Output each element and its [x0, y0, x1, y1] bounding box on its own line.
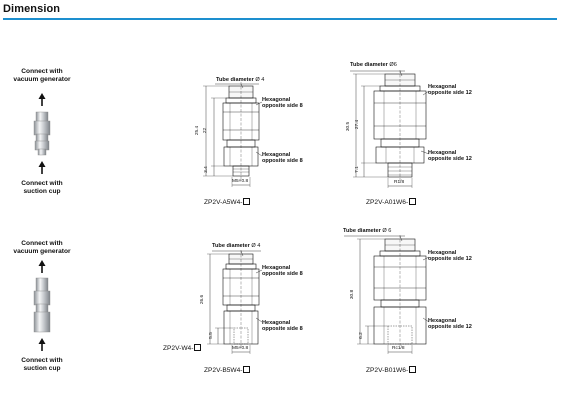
- connect-vacuum-label-top: Connect with vacuum generator: [13, 68, 71, 83]
- product-photo-bottom: [33, 277, 51, 333]
- connect-vacuum-label-bottom: Connect with vacuum generator: [13, 240, 71, 255]
- drawing-a01w6: [350, 70, 430, 188]
- model-zp2v-w4: ZP2V-W4-: [163, 344, 202, 352]
- a5w4-thread: M5×0.8: [232, 179, 249, 184]
- drawing-a5w4: [203, 82, 263, 187]
- model-a5w4: ZP2V-A5W4-: [204, 198, 251, 206]
- arrow-up-icon: [38, 338, 46, 351]
- a01w6-dim-overall: 30.5: [346, 121, 352, 132]
- b01w6-tube-label: Tube diameter Ø 6: [343, 228, 392, 234]
- model-suffix-box: [409, 366, 417, 373]
- model-b5w4: ZP2V-B5W4-: [204, 366, 251, 374]
- b5w4-tube-label: Tube diameter Ø 4: [212, 243, 261, 249]
- b5w4-dim-small: 5.5: [208, 332, 214, 339]
- b01w6-thread: Rc1/8: [392, 346, 405, 351]
- product-photo-top: [33, 111, 51, 156]
- drawing-b01w6: [344, 235, 430, 354]
- a01w6-dim-small: 7.1: [354, 166, 360, 173]
- arrow-up-icon: [38, 260, 46, 273]
- model-a01w6: ZP2V-A01W6-: [366, 198, 417, 206]
- page-title: Dimension: [3, 3, 61, 15]
- b01w6-dim-small: 6.2: [358, 332, 364, 339]
- connect-suction-label-top: Connect with suction cup: [21, 180, 63, 195]
- model-suffix-box: [243, 366, 251, 373]
- a01w6-dim-body: 27.4: [355, 119, 361, 130]
- title-rule: [3, 18, 557, 20]
- arrow-up-icon: [38, 161, 46, 174]
- a5w4-dim-overall: 25.4: [195, 125, 201, 136]
- a01w6-tube-label: Tube diameter Ø6: [350, 62, 397, 68]
- model-b01w6: ZP2V-B01W6-: [366, 366, 417, 374]
- b5w4-thread: M5×0.8: [232, 346, 249, 351]
- b01w6-dim-overall: 30.8: [350, 289, 356, 300]
- model-suffix-box: [194, 344, 202, 351]
- model-suffix-box: [409, 198, 417, 205]
- b5w4-dim-overall: 26.6: [200, 294, 206, 305]
- connect-suction-label-bottom: Connect with suction cup: [21, 357, 63, 372]
- a01w6-thread: R1/8: [394, 180, 405, 185]
- a5w4-dim-small: 3.4: [203, 166, 209, 173]
- a5w4-tube-label: Tube diameter Ø 4: [216, 77, 265, 83]
- drawing-b5w4: [207, 250, 263, 354]
- a5w4-dim-body: 22: [203, 127, 209, 134]
- arrow-up-icon: [38, 93, 46, 106]
- model-suffix-box: [243, 198, 251, 205]
